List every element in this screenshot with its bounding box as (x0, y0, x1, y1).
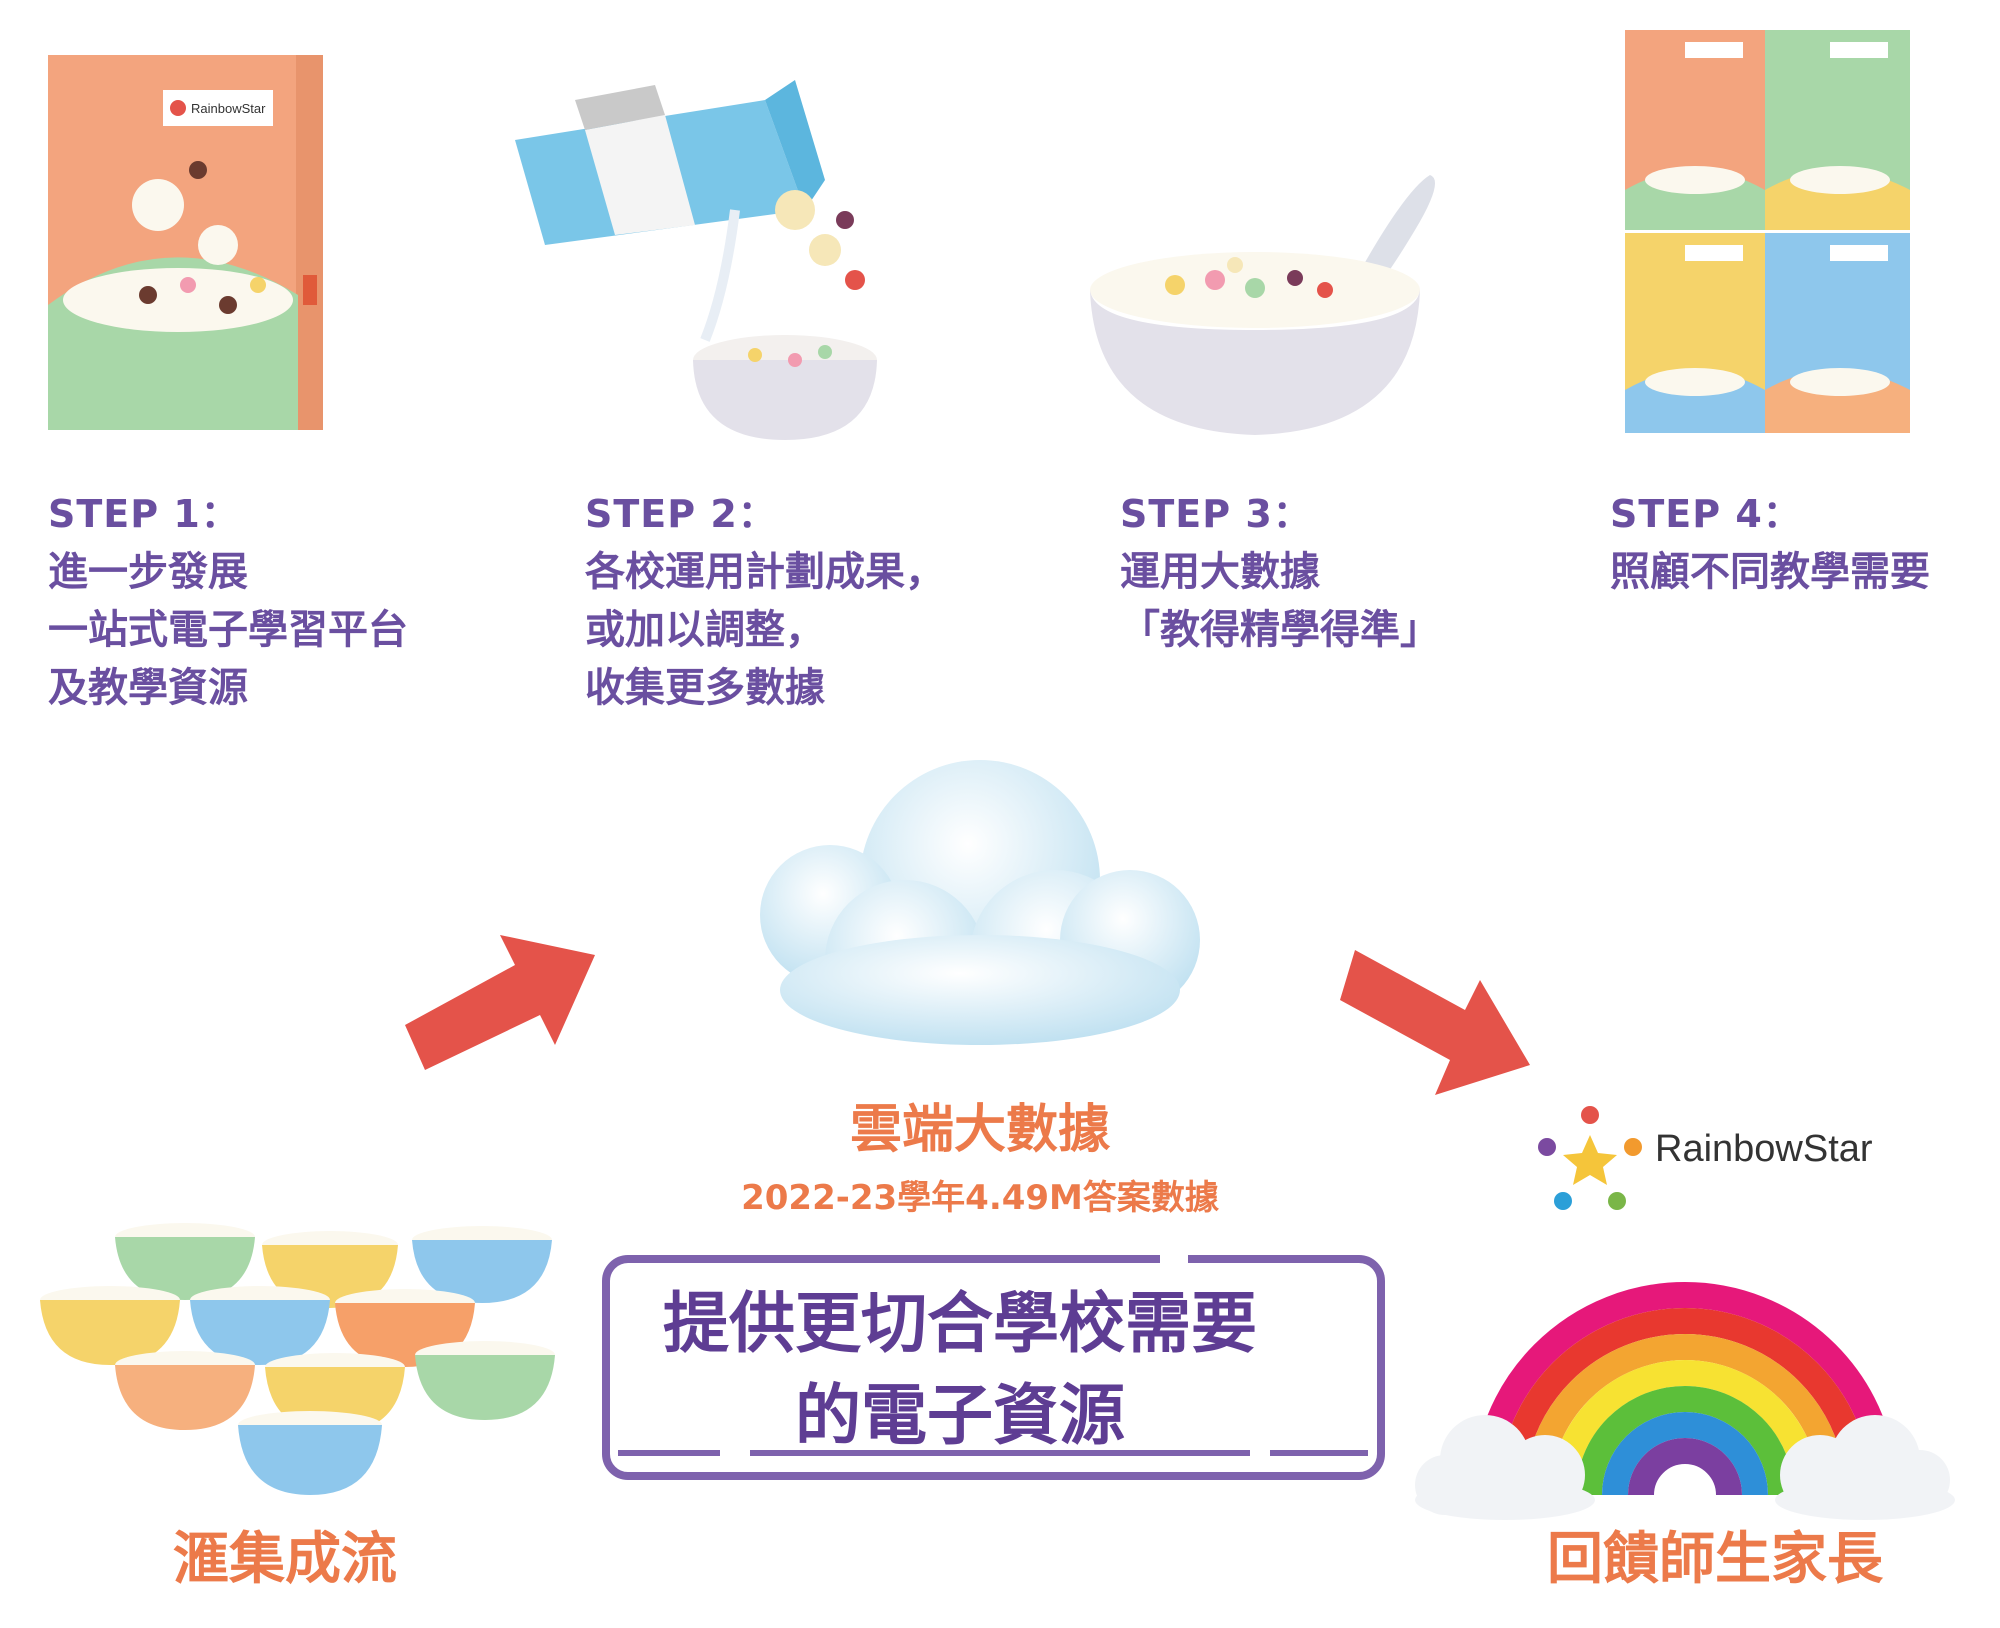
step-3-line: 運用大數據 (1120, 549, 1320, 595)
bowl (115, 1351, 255, 1430)
cereal-box-brand: RainbowStar (191, 101, 266, 116)
step-2-line: 收集更多數據 (585, 665, 825, 711)
step-2-line: 各校運用計劃成果， (585, 549, 945, 595)
main-message-line-1: 提供更切合學校需要 (663, 1285, 1257, 1362)
cloud-illustration (760, 760, 1200, 1045)
step-2-line: 或加以調整， (585, 607, 825, 653)
step-1-line: 一站式電子學習平台 (48, 607, 408, 653)
step-3-line: 「教得精學得準」 (1120, 607, 1440, 653)
arrow-to-cloud (405, 935, 595, 1070)
step-1-line: 及教學資源 (48, 665, 248, 711)
bowl (412, 1226, 552, 1303)
cloud-title: 雲端大數據 (849, 1100, 1110, 1160)
step-4: STEP 4： 照顧不同教學需要 (1610, 485, 1930, 601)
bowl (190, 1286, 330, 1365)
rainbowstar-logo-icon (1538, 1106, 1642, 1210)
brand-name: RainbowStar (1655, 1128, 1873, 1170)
step-2: STEP 2： 各校運用計劃成果， 或加以調整， 收集更多數據 (585, 485, 945, 717)
cloud-subtitle: 2022-23學年4.49M答案數據 (741, 1178, 1219, 1218)
cereal-box-illustration: RainbowStar (48, 55, 323, 430)
right-label: 回饋師生家長 (1547, 1527, 1883, 1592)
cereal-bowls-illustration (40, 1223, 555, 1495)
step-1-title: STEP 1： (48, 492, 240, 536)
bowl (238, 1411, 382, 1495)
cereal-bowl-illustration (1090, 175, 1435, 435)
bowl (415, 1341, 555, 1420)
step-4-title: STEP 4： (1610, 492, 1802, 536)
step-4-line: 照顧不同教學需要 (1610, 549, 1930, 595)
main-message-frame (602, 1253, 1385, 1480)
rainbow-illustration (1415, 1282, 1955, 1520)
bowl (115, 1223, 255, 1300)
step-1: STEP 1： 進一步發展 一站式電子學習平台 及教學資源 (48, 485, 408, 717)
step-3-title: STEP 3： (1120, 492, 1312, 536)
stacked-cereal-boxes-illustration (1625, 30, 1910, 433)
left-label: 滙集成流 (173, 1527, 397, 1592)
step-1-line: 進一步發展 (48, 549, 248, 595)
main-message: 提供更切合學校需要 的電子資源 (600, 1278, 1320, 1462)
step-2-title: STEP 2： (585, 492, 777, 536)
step-3: STEP 3： 運用大數據 「教得精學得準」 (1120, 485, 1440, 659)
bowl (40, 1286, 180, 1365)
arrow-to-rainbow (1340, 950, 1530, 1095)
milk-carton-illustration (515, 80, 877, 440)
main-message-line-2: 的電子資源 (795, 1377, 1125, 1454)
